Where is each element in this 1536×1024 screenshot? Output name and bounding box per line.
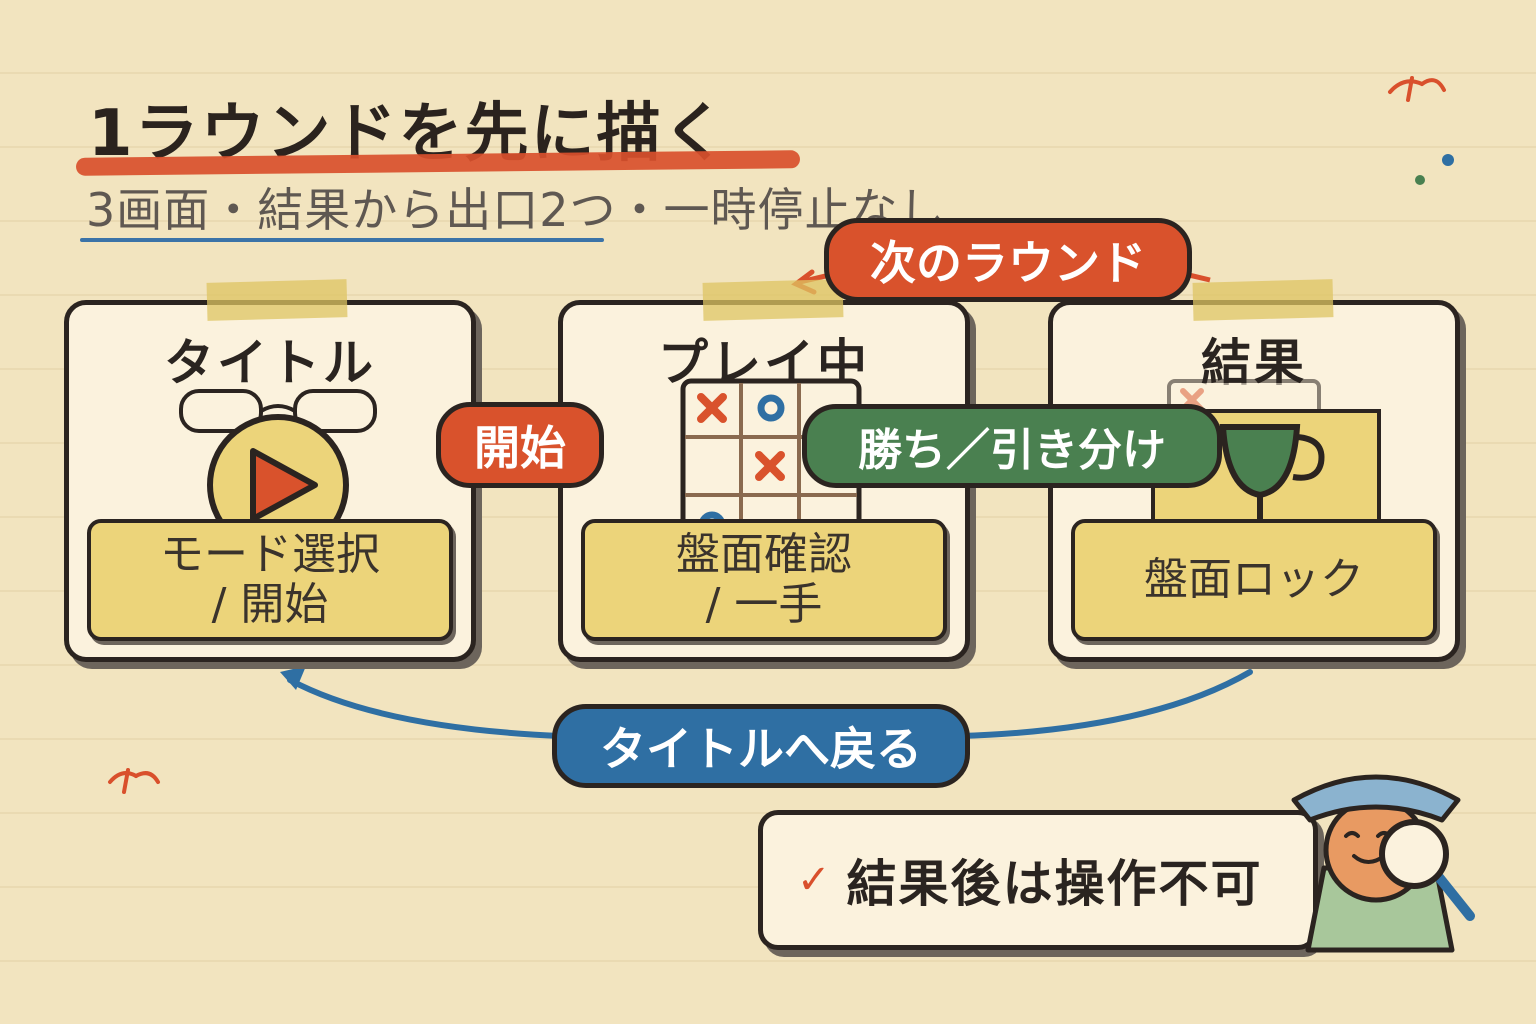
transition-win-draw-label: 勝ち／引き分け <box>802 404 1222 488</box>
doodle-orange-top-right <box>1388 76 1446 102</box>
back-to-title-arrow <box>287 669 1253 739</box>
transition-next-round-label: 次のラウンド <box>824 218 1192 302</box>
transition-start-label: 開始 <box>436 402 604 488</box>
tape <box>702 279 844 321</box>
inspector-character <box>1291 774 1475 953</box>
tape <box>1192 279 1334 321</box>
screen-card-title: タイトル モード選択 / 開始 <box>64 279 476 662</box>
doodle-orange-bottom-left <box>108 768 160 794</box>
screen-caption: モード選択 / 開始 <box>87 519 453 641</box>
screen-caption: 盤面確認 / 一手 <box>581 519 947 641</box>
tape <box>206 279 348 321</box>
screen-caption: 盤面ロック <box>1071 519 1437 641</box>
transition-back-to-title-label: タイトルへ戻る <box>552 704 970 788</box>
page-subtitle: 3画面・結果から出口2つ・一時停止なし <box>86 183 946 237</box>
checkmark-icon: ✓ <box>797 857 831 903</box>
note-box: ✓ 結果後は操作不可 <box>758 810 1318 950</box>
subtitle-underline <box>80 238 604 242</box>
doodle-dots <box>1415 154 1454 185</box>
screen-title: タイトル <box>164 334 376 392</box>
note-text: 結果後は操作不可 <box>846 855 1263 913</box>
